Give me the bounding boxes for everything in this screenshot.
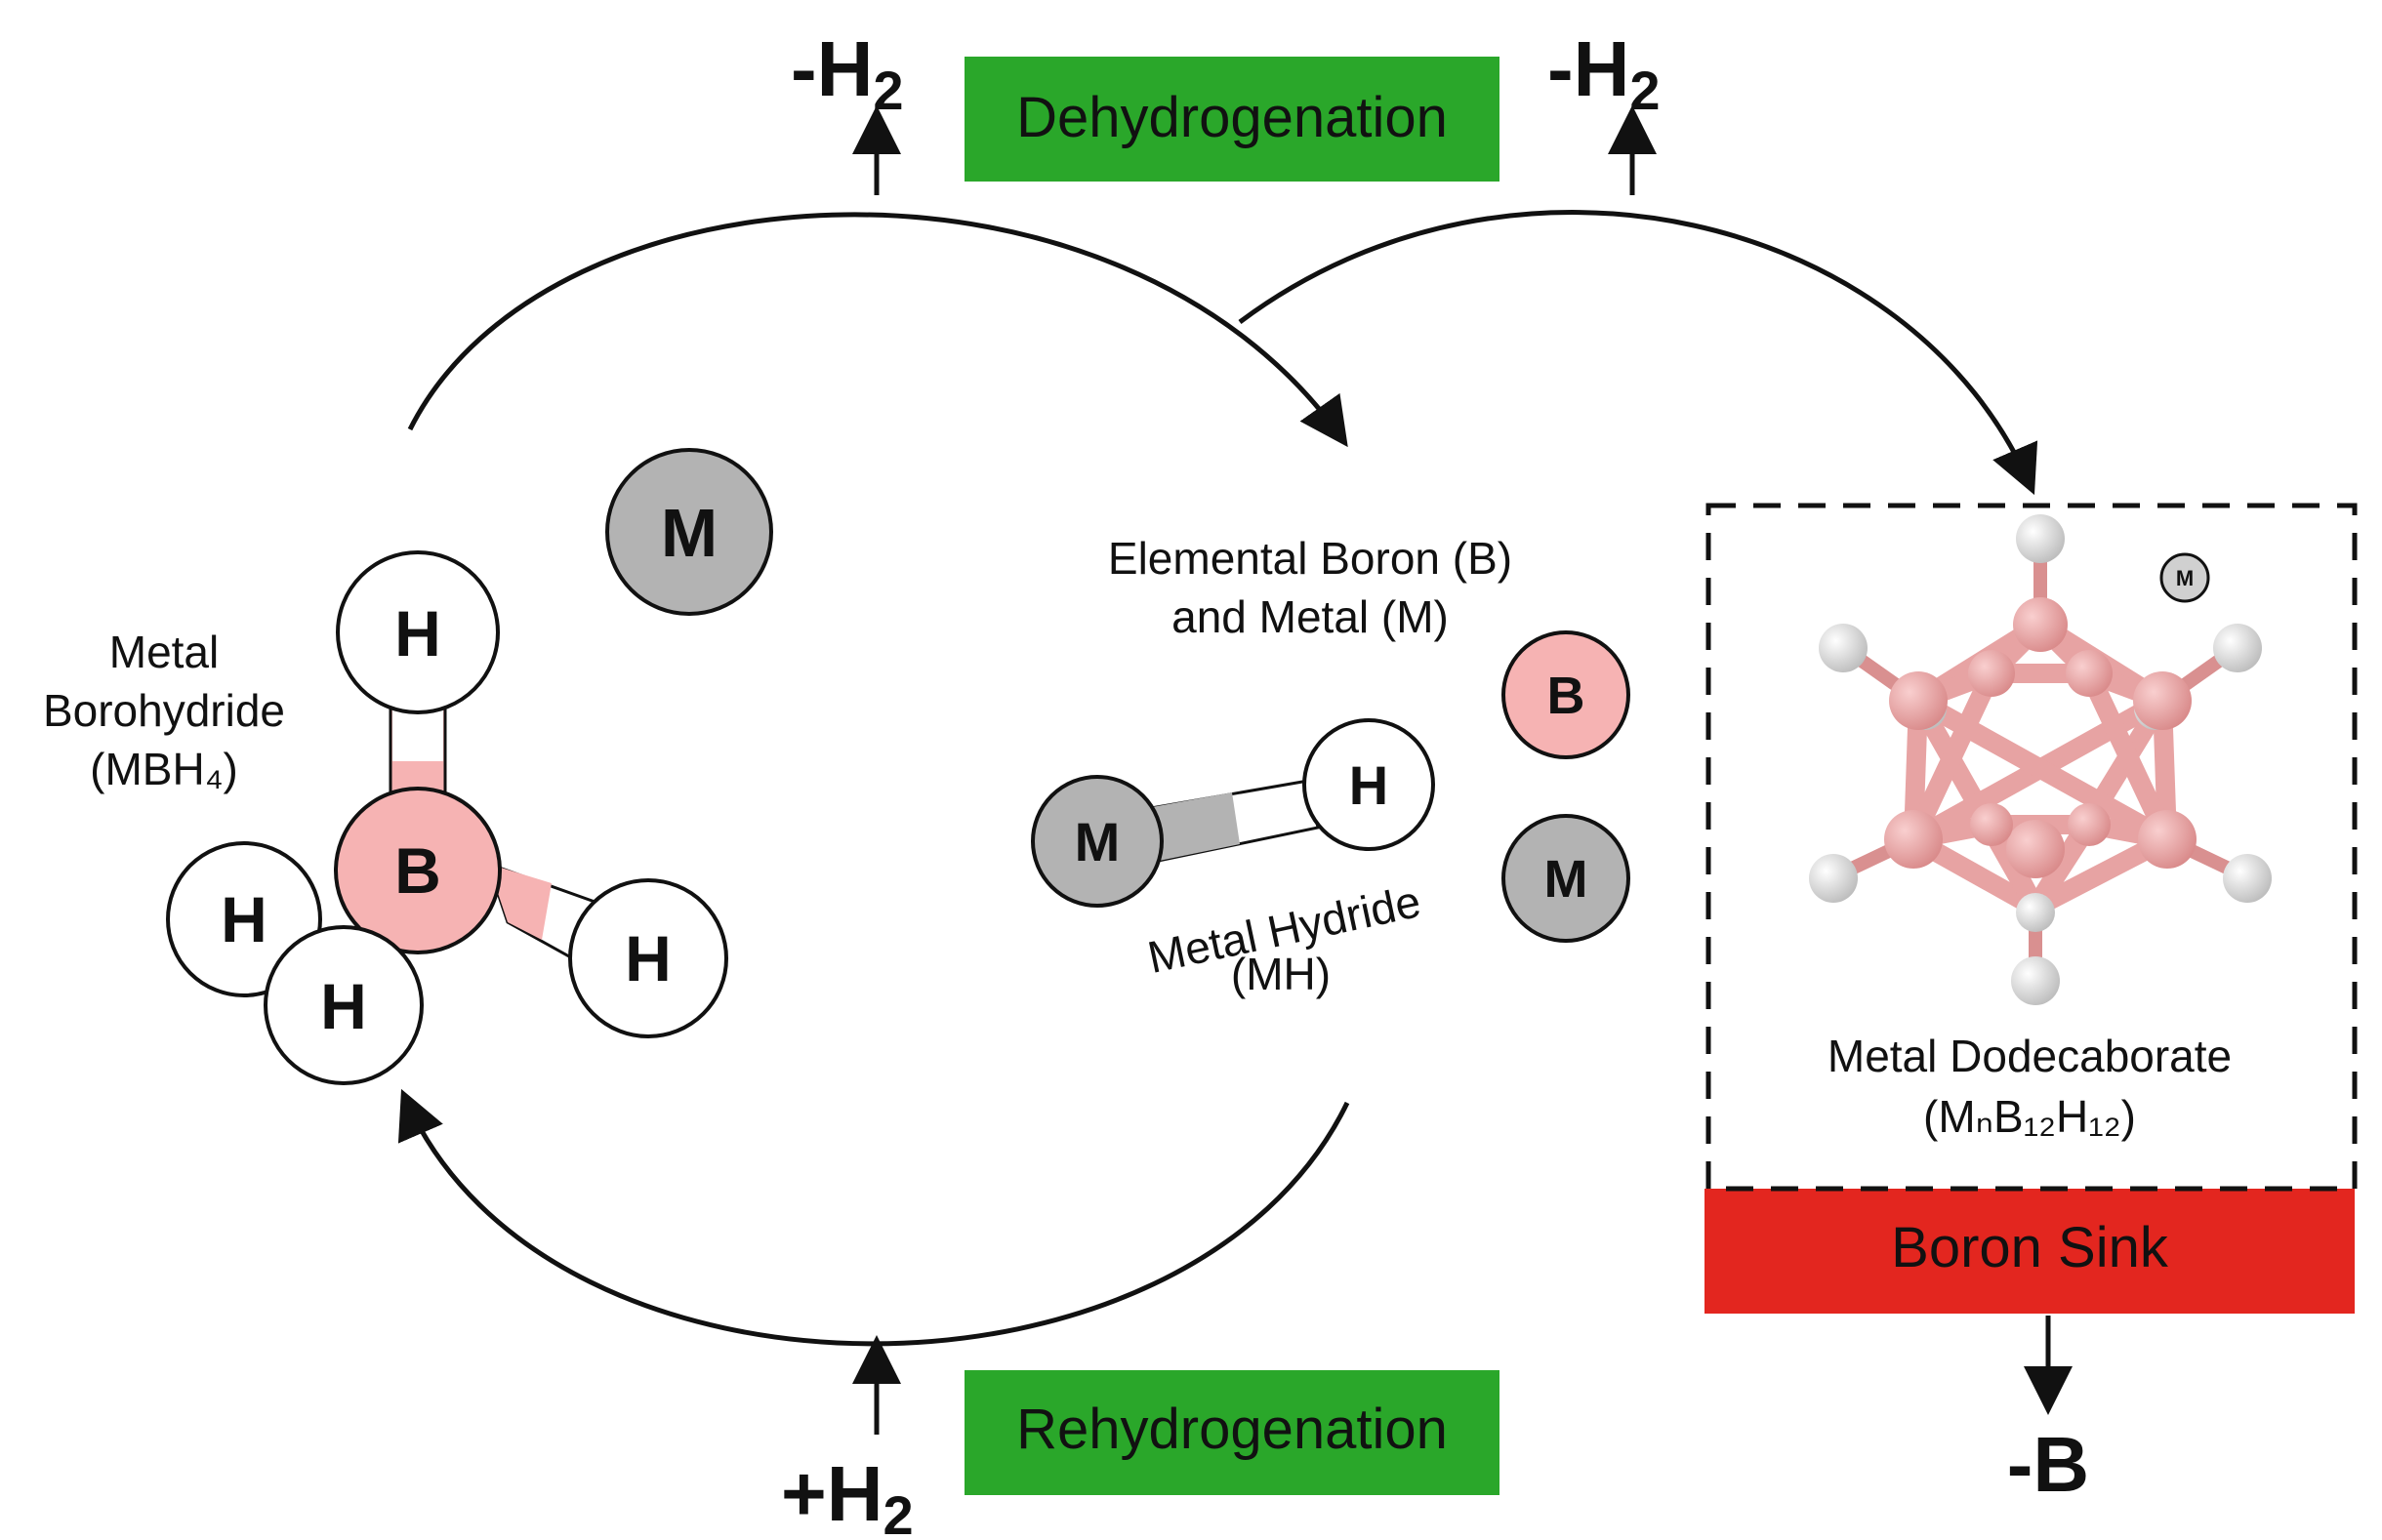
rehydrogenation-arc: [398, 1088, 1350, 1347]
svg-text:B: B: [394, 834, 441, 907]
elemental-label-line1: Elemental Boron (B): [1108, 533, 1512, 584]
boron-sink-box: [1704, 1189, 2355, 1314]
hydrogen-atom: [568, 878, 728, 1038]
hydrogen-atom: [1302, 718, 1435, 851]
svg-text:H: H: [625, 922, 672, 994]
boron-sink-arc: [1238, 210, 2038, 496]
dehydrogenation-label: Dehydrogenation: [1016, 86, 1448, 149]
metal-atom: [605, 448, 773, 616]
borohydride-label-line2: Borohydride: [43, 685, 285, 736]
svg-text:M: M: [1544, 850, 1588, 909]
rehydrogenation-label: Rehydrogenation: [1016, 1398, 1448, 1461]
dodecaborate-cluster: [1809, 514, 2272, 1005]
metal-atom-small: [2159, 552, 2210, 603]
borohydride-molecule: H B H H H: [166, 550, 728, 1085]
borohydride-label-line1: Metal: [109, 627, 219, 677]
dodecaborate-label: Metal Dodecaborate: [1828, 1031, 2232, 1081]
svg-text:H: H: [394, 597, 441, 669]
svg-text:H: H: [1349, 754, 1388, 816]
dodecaborate-dashed-box: [1705, 503, 2358, 1192]
boron-atom: [334, 787, 502, 954]
borohydride-formula: (MBH₄): [90, 744, 238, 794]
svg-text:B: B: [1547, 667, 1585, 725]
svg-text:H: H: [221, 883, 267, 955]
svg-text:M: M: [2176, 566, 2194, 590]
dodecaborate-formula: (MₙB₁₂H₁₂): [1923, 1091, 2136, 1142]
hydrogen-atom: [336, 550, 500, 714]
metal-atom: [1031, 775, 1164, 908]
minus-b-label: -B: [2007, 1421, 2089, 1508]
svg-text:H: H: [320, 970, 367, 1042]
boron-atom: [1501, 630, 1630, 759]
metal-atom: [1501, 814, 1630, 943]
minus-h2-left-label: -H2: [791, 25, 904, 121]
metal-hydride-formula: (MH): [1231, 949, 1331, 999]
boron-sink-label: Boron Sink: [1891, 1216, 2169, 1279]
elemental-label-line2: and Metal (M): [1171, 591, 1449, 642]
hydrogen-atom: [264, 925, 424, 1085]
metal-hydride-molecule: M H: [1031, 718, 1435, 908]
plus-h2-label: +H2: [781, 1450, 914, 1540]
svg-text:M: M: [661, 495, 718, 571]
dehydrogenation-box: [965, 57, 1499, 182]
minus-h2-right-label: -H2: [1547, 25, 1661, 121]
dehydrogenation-arc: [407, 212, 1348, 448]
svg-text:M: M: [1075, 811, 1121, 872]
rehydrogenation-box: [965, 1370, 1499, 1495]
